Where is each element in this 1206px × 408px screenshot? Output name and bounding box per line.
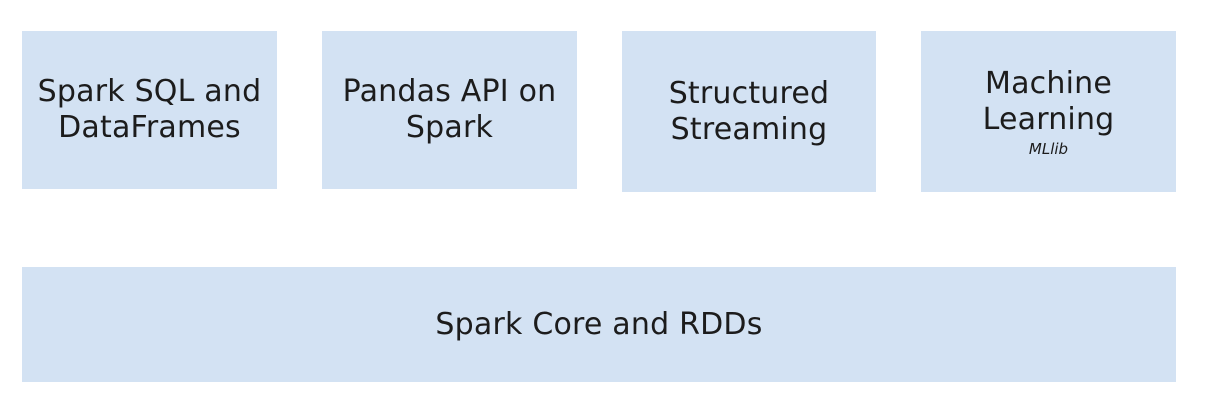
spark-sql-dataframes-box: Spark SQL and DataFrames [22,31,277,189]
machine-learning-box: Machine Learning MLlib [921,31,1176,192]
streaming-label-line2: Streaming [670,111,828,147]
spark-sql-label-line2: DataFrames [58,110,241,145]
spark-sql-label-line1: Spark SQL and [37,74,262,109]
streaming-label-line1: Structured [668,75,830,111]
ml-label-line1: Machine [985,65,1112,101]
ml-label-line2: Learning [982,101,1115,137]
pandas-api-label-line2: Spark [405,110,494,145]
spark-core-label: Spark Core and RDDs [435,306,763,342]
mllib-sublabel: MLlib [1028,139,1069,158]
pandas-api-label-line1: Pandas API on [342,74,557,109]
spark-core-box: Spark Core and RDDs [22,267,1176,382]
structured-streaming-box: Structured Streaming [622,31,876,192]
pandas-api-box: Pandas API on Spark [322,31,577,189]
